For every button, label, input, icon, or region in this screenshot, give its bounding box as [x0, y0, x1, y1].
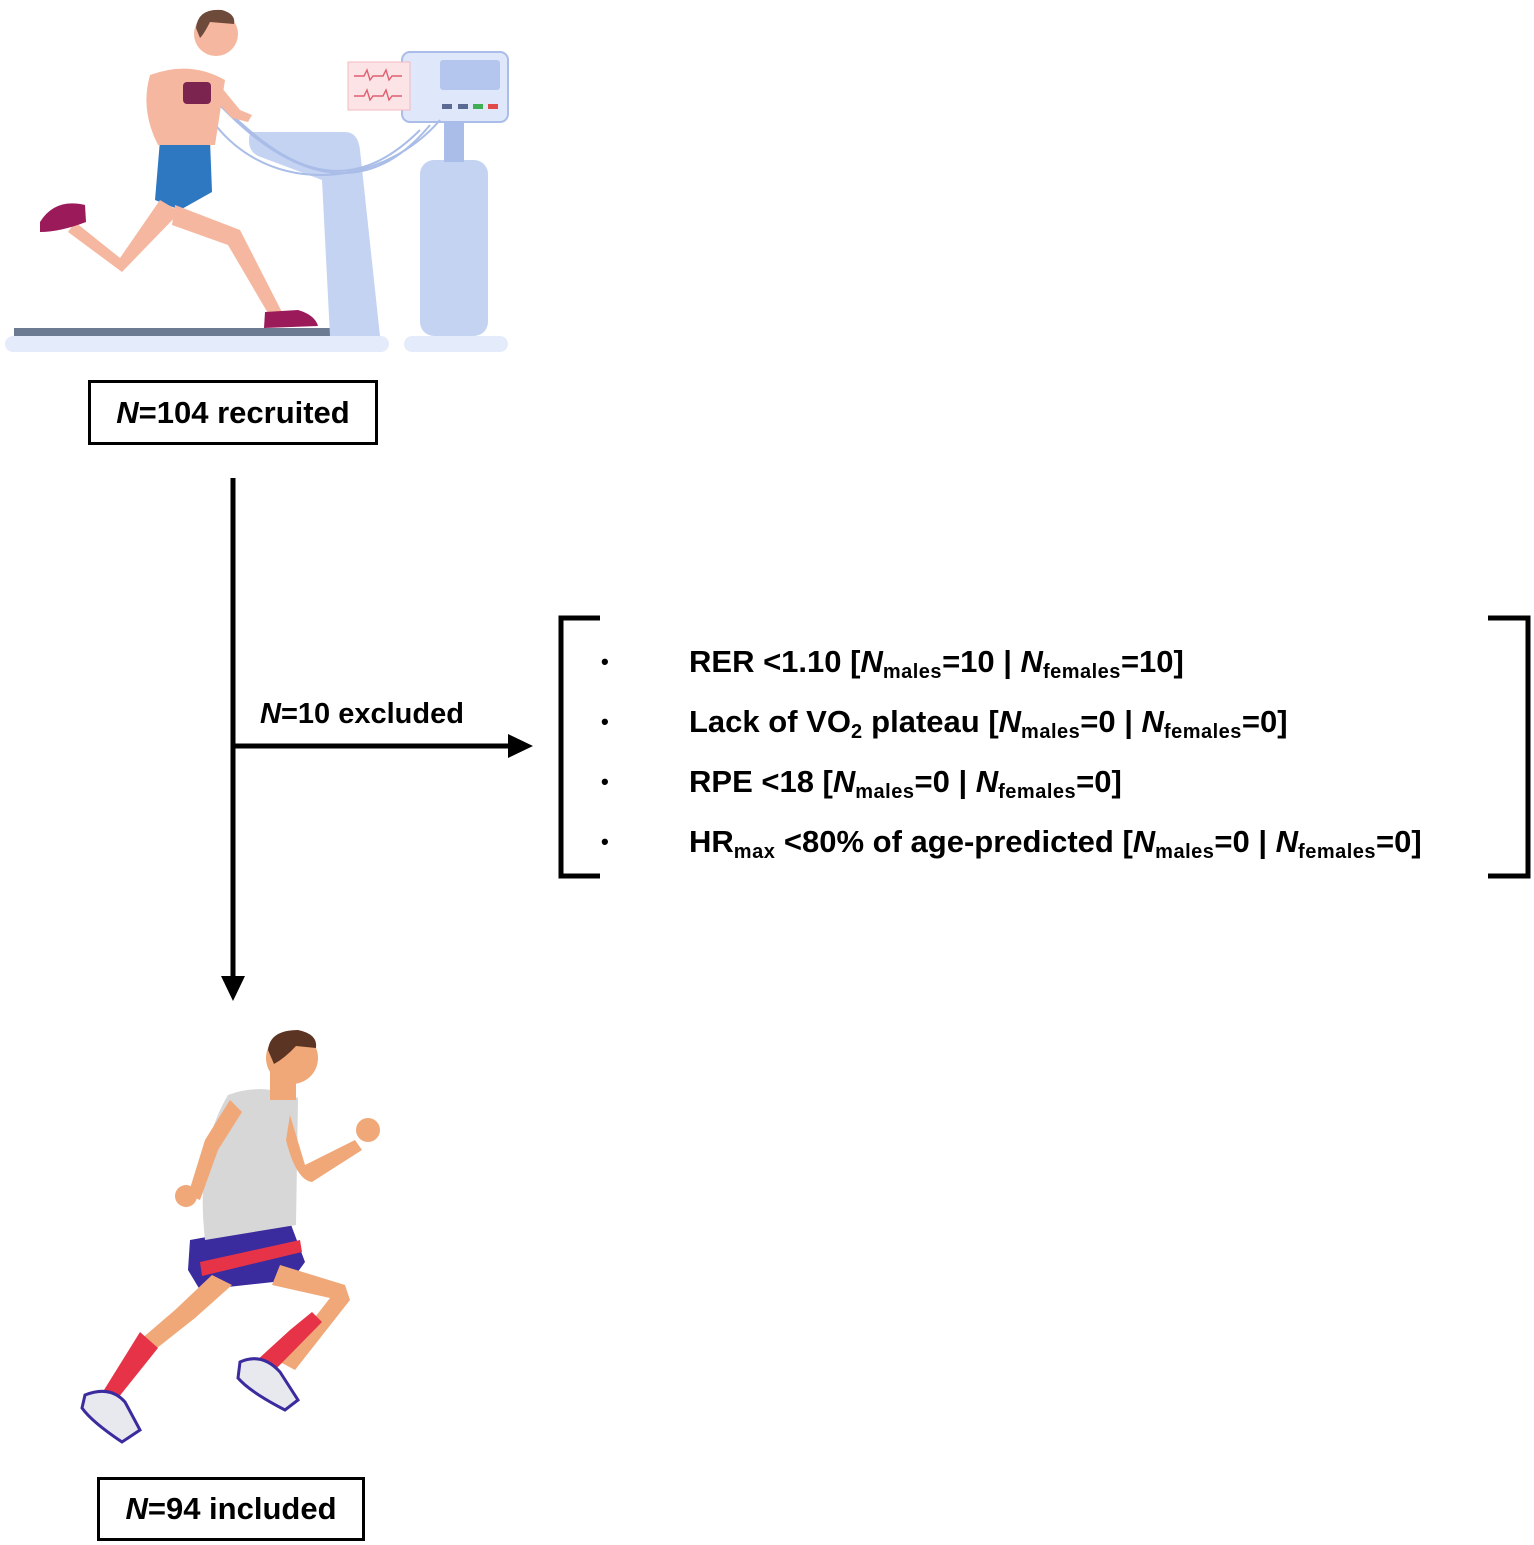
bullet-marker: •: [601, 769, 609, 794]
criterion-segment: =10]: [1120, 644, 1184, 679]
recruited-box: N=104 recruited: [88, 380, 378, 445]
right-bracket: [1488, 615, 1531, 879]
excluded-text: =10 excluded: [280, 698, 464, 730]
criterion-segment: =0 |: [914, 764, 976, 799]
subscript: females: [1298, 841, 1377, 863]
subscript: males: [1155, 841, 1215, 863]
n-symbol: N: [1275, 824, 1299, 859]
criterion-segment: <80% of age-predicted [: [775, 824, 1133, 859]
excluded-n-symbol: N: [260, 698, 281, 730]
flow-arrows: [221, 478, 533, 1001]
subscript: females: [1042, 661, 1121, 683]
bullet-marker: •: [601, 709, 609, 734]
subscript: females: [998, 781, 1077, 803]
n-symbol: N: [832, 764, 856, 799]
n-symbol: N: [998, 704, 1022, 739]
exclusion-arrowhead: [508, 734, 533, 758]
criterion-segment: plateau [: [862, 704, 999, 739]
n-symbol: N: [1141, 704, 1164, 739]
runner-illustration: [80, 1030, 380, 1444]
n-symbol: N: [975, 764, 999, 799]
criterion-text: HRmax <80% of age-predicted [Nmales=0 | …: [689, 816, 1422, 878]
subscript: males: [882, 661, 943, 683]
subscript: males: [855, 781, 915, 803]
n-symbol: N: [1020, 644, 1043, 679]
included-text: =94 included: [147, 1491, 337, 1526]
n-symbol: N: [1132, 824, 1156, 859]
criterion-segment: RER <1.10 [: [689, 644, 861, 679]
criterion-segment: =0]: [1241, 704, 1288, 739]
subscript: max: [733, 841, 776, 863]
criterion-segment: RPE <18 [: [689, 764, 833, 799]
recruited-n-symbol: N: [116, 394, 139, 430]
criterion-segment: Lack of VO: [689, 704, 851, 739]
criterion-segment: HR: [689, 824, 734, 859]
treadmill-test-illustration: [5, 9, 509, 352]
recruited-text: =104 recruited: [138, 394, 350, 430]
bullet-marker: •: [601, 649, 609, 674]
excluded-label: N=10 excluded: [260, 698, 464, 731]
criterion-segment: =0]: [1076, 764, 1122, 799]
criterion-segment: =0 |: [1214, 824, 1276, 859]
included-box: N=94 included: [97, 1477, 365, 1541]
bullet-marker: •: [601, 829, 609, 854]
criterion-text: RER <1.10 [Nmales=10 | Nfemales=10]: [689, 636, 1184, 698]
subscript: 2: [850, 721, 863, 743]
criterion-segment: =0]: [1376, 824, 1422, 859]
subscript: males: [1021, 721, 1081, 743]
n-symbol: N: [860, 644, 883, 679]
left-bracket: [558, 615, 600, 879]
criterion-text: RPE <18 [Nmales=0 | Nfemales=0]: [689, 756, 1122, 818]
subscript: females: [1163, 721, 1242, 743]
included-n-symbol: N: [125, 1491, 148, 1526]
criterion-text: Lack of VO2 plateau [Nmales=0 | Nfemales…: [689, 696, 1288, 758]
criterion-segment: =10 |: [942, 644, 1021, 679]
criterion-segment: =0 |: [1080, 704, 1142, 739]
main-flow-arrowhead: [221, 976, 245, 1001]
